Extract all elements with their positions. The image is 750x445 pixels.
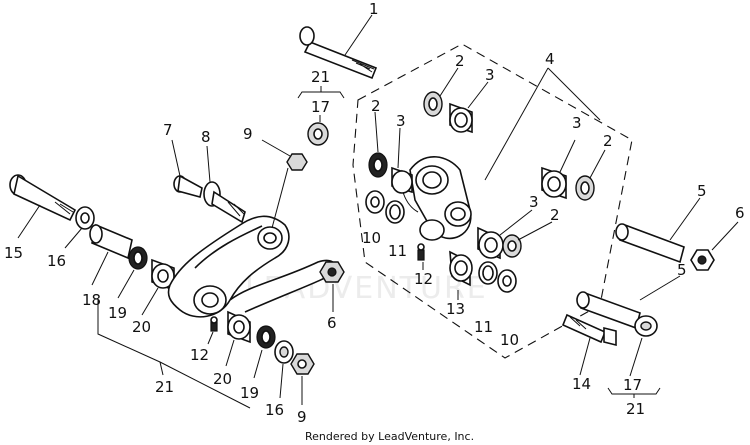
washer-part-2-top <box>423 91 443 117</box>
label-11-left: 11 <box>388 242 407 260</box>
spacer-part-18 <box>89 223 133 260</box>
label-3-left: 3 <box>396 112 406 130</box>
washer-part-17-top <box>307 122 329 146</box>
label-4: 4 <box>545 50 555 68</box>
label-17-top: 17 <box>311 98 330 116</box>
linkage-part-4 <box>400 156 472 241</box>
bushing-part-3-right-lower <box>477 226 504 260</box>
bolt-part-8 <box>203 181 246 224</box>
grease-fitting-part-12-left <box>210 316 218 332</box>
swing-arm <box>167 215 337 318</box>
label-6-middle: 6 <box>327 314 337 332</box>
label-21-right: 21 <box>626 400 645 418</box>
label-9-bottom: 9 <box>297 408 307 426</box>
label-12-left: 12 <box>190 346 209 364</box>
label-21-top: 21 <box>311 68 330 86</box>
label-13: 13 <box>446 300 465 318</box>
label-6-right: 6 <box>735 204 745 222</box>
label-3-right-upper: 3 <box>572 114 582 132</box>
label-2-right-upper: 2 <box>603 132 613 150</box>
label-19-left: 19 <box>108 304 127 322</box>
assembly-boundary <box>352 43 633 359</box>
washer-part-2-right-upper <box>575 175 595 201</box>
label-20-left: 20 <box>132 318 151 336</box>
bushing-part-13 <box>449 250 473 287</box>
seal-part-11-left <box>385 200 405 224</box>
nut-part-9-top <box>286 153 308 171</box>
nut-part-6-middle <box>319 261 345 283</box>
label-3-right-lower: 3 <box>529 193 539 211</box>
seal-part-19-left <box>128 246 148 270</box>
nut-part-9-bottom <box>290 353 315 375</box>
label-10-right: 10 <box>500 331 519 349</box>
bolt-part-15 <box>9 174 77 222</box>
label-10-left: 10 <box>362 229 381 247</box>
bushing-part-3-top <box>449 102 473 134</box>
label-2-left: 2 <box>371 97 381 115</box>
label-19-right: 19 <box>240 384 259 402</box>
bushing-part-20-right <box>227 310 251 344</box>
bushing-part-20-left <box>151 258 175 292</box>
grease-fitting-part-12-right <box>417 243 425 261</box>
label-16-left: 16 <box>47 252 66 270</box>
bracket-21-left <box>97 300 251 409</box>
label-7: 7 <box>163 121 173 139</box>
washer-part-16-right <box>274 340 294 364</box>
seal-part-19-right <box>256 325 276 349</box>
label-2-top: 2 <box>455 52 465 70</box>
bushing-part-3-right-upper <box>541 166 567 200</box>
label-5-upper: 5 <box>697 182 707 200</box>
label-8: 8 <box>201 128 211 146</box>
washer-part-2-right-lower <box>502 234 522 258</box>
washer-part-10-left <box>365 190 385 214</box>
bolt-part-7 <box>173 174 203 198</box>
washer-part-2-left <box>368 152 388 178</box>
bushing-part-3-left <box>391 166 413 194</box>
label-17-right: 17 <box>623 376 642 394</box>
label-11-right: 11 <box>474 318 493 336</box>
pin-part-5-lower <box>576 291 641 330</box>
pin-part-5-upper <box>615 223 685 264</box>
washer-part-10-right <box>497 269 517 293</box>
label-18: 18 <box>82 291 101 309</box>
label-16-right: 16 <box>265 401 284 419</box>
label-3-top: 3 <box>485 66 495 84</box>
washer-part-16-left <box>75 206 95 230</box>
label-12-right: 12 <box>414 270 433 288</box>
label-5-lower: 5 <box>677 261 687 279</box>
seal-part-11-right <box>478 261 498 285</box>
label-2-right-lower: 2 <box>550 206 560 224</box>
label-21-left: 21 <box>155 378 174 396</box>
nut-part-6-right <box>690 249 715 271</box>
label-15: 15 <box>4 244 23 262</box>
footer-credit: Rendered by LeadVenture, Inc. <box>305 430 474 443</box>
label-9-top: 9 <box>243 125 253 143</box>
washer-part-17-right <box>634 315 658 337</box>
label-20-right: 20 <box>213 370 232 388</box>
bolt-part-14 <box>561 313 617 347</box>
bolt-part-1 <box>299 26 378 80</box>
label-14: 14 <box>572 375 591 393</box>
label-1: 1 <box>369 0 379 18</box>
